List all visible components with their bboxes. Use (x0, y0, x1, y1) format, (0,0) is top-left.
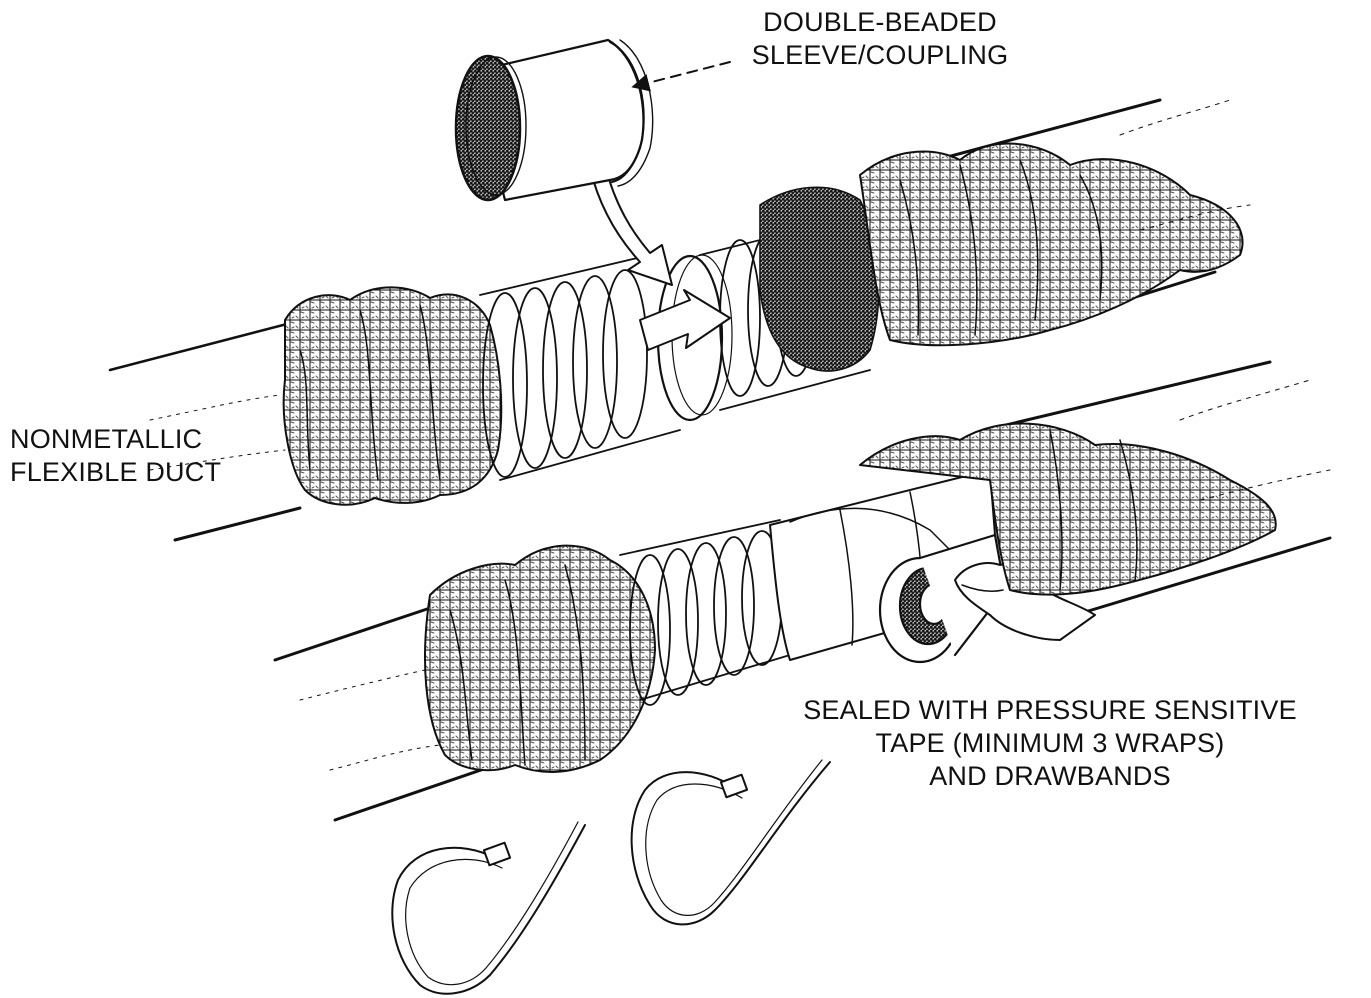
left-inner-liner (480, 255, 680, 480)
left-insulation (284, 287, 502, 504)
right-insulation (860, 144, 1243, 346)
duct-label-line-2: FLEXIBLE DUCT (10, 456, 290, 489)
coupling-label-line-1: DOUBLE-BEADED (700, 6, 1060, 39)
tape-label-line-2: TAPE (MINIMUM 3 WRAPS) (740, 727, 1360, 760)
tape-label-line-3: AND DRAWBANDS (740, 760, 1360, 793)
tape-label-line-1: SEALED WITH PRESSURE SENSITIVE (740, 694, 1360, 727)
coupling-label-line-2: SLEEVE/COUPLING (700, 39, 1060, 72)
duct-label-line-1: NONMETALLIC (10, 423, 290, 456)
lower-left-insulation (425, 546, 655, 772)
loose-coupling (456, 40, 653, 200)
drawband-left (392, 822, 585, 994)
duct-label: NONMETALLIC FLEXIBLE DUCT (10, 423, 290, 489)
tape-label: SEALED WITH PRESSURE SENSITIVE TAPE (MIN… (740, 694, 1360, 793)
right-insulation-cut (760, 187, 879, 371)
coupling-label: DOUBLE-BEADED SLEEVE/COUPLING (700, 6, 1060, 72)
